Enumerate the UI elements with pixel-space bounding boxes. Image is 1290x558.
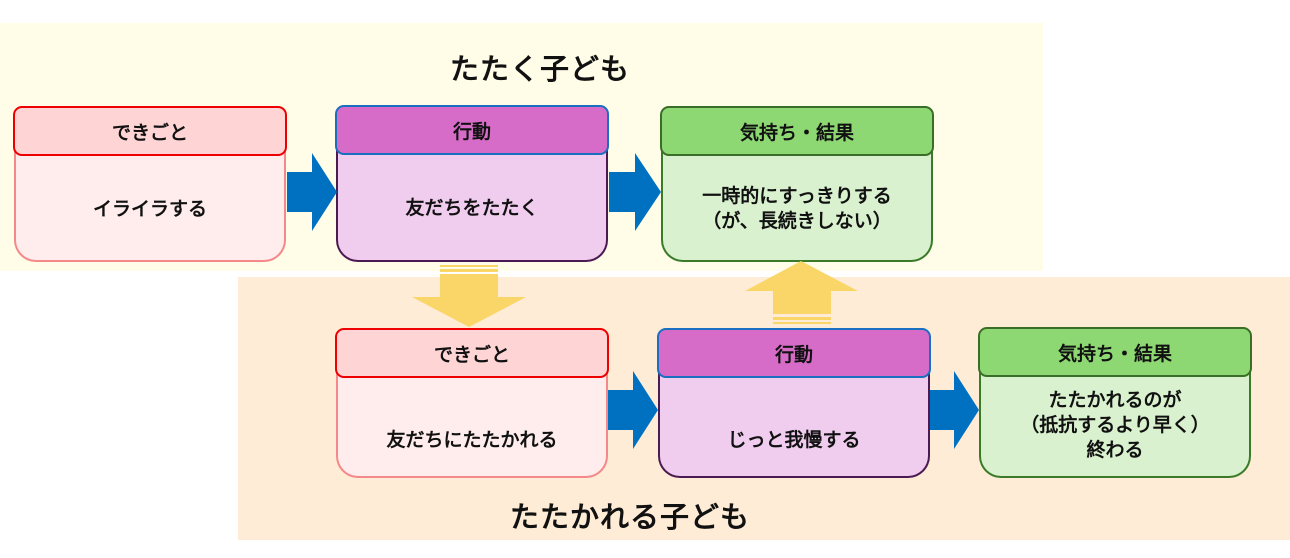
event-header: できごと <box>13 106 287 156</box>
event-body: イライラする <box>14 146 286 262</box>
right-arrow-icon <box>930 371 979 449</box>
top-action-box: 行動 友だちをたたく <box>335 105 609 262</box>
top-event-box: できごと イライラする <box>13 106 287 262</box>
hit-child-title: たたかれる子ども <box>509 500 750 534</box>
feeling-body: たたかれるのが （抵抗するより早く） 終わる <box>979 367 1251 478</box>
right-arrow-icon <box>609 153 661 231</box>
bottom-feeling-box: 気持ち・結果 たたかれるのが （抵抗するより早く） 終わる <box>978 327 1252 478</box>
feeling-body-line: 一時的にすっきりする <box>702 185 892 208</box>
feeling-body-line: （抵抗するより早く） <box>1020 414 1210 437</box>
down-arrow-icon <box>412 265 526 327</box>
feeling-body-line: （が、長続きしない） <box>702 210 892 232</box>
action-header: 行動 <box>335 105 609 155</box>
feeling-header: 気持ち・結果 <box>660 106 934 156</box>
action-body: 友だちをたたく <box>336 145 608 262</box>
feeling-body-line: たたかれるのが <box>1048 389 1182 412</box>
bottom-action-box: 行動 じっと我慢する <box>657 328 931 478</box>
action-header: 行動 <box>657 328 931 378</box>
right-arrow-icon <box>287 153 337 231</box>
action-body: じっと我慢する <box>658 368 930 478</box>
event-body: 友だちにたたかれる <box>336 368 608 478</box>
hitting-child-title: たたく子ども <box>449 52 630 86</box>
feeling-body: 一時的にすっきりする （が、長続きしない） <box>661 146 933 262</box>
bottom-event-box: できごと 友だちにたたかれる <box>335 328 609 478</box>
feeling-header: 気持ち・結果 <box>978 327 1252 377</box>
feeling-body-line: 終わる <box>1086 438 1144 461</box>
event-header: できごと <box>335 328 609 378</box>
top-feeling-box: 気持ち・結果 一時的にすっきりする （が、長続きしない） <box>660 106 934 262</box>
right-arrow-icon <box>608 371 658 449</box>
up-arrow-icon <box>745 261 858 324</box>
